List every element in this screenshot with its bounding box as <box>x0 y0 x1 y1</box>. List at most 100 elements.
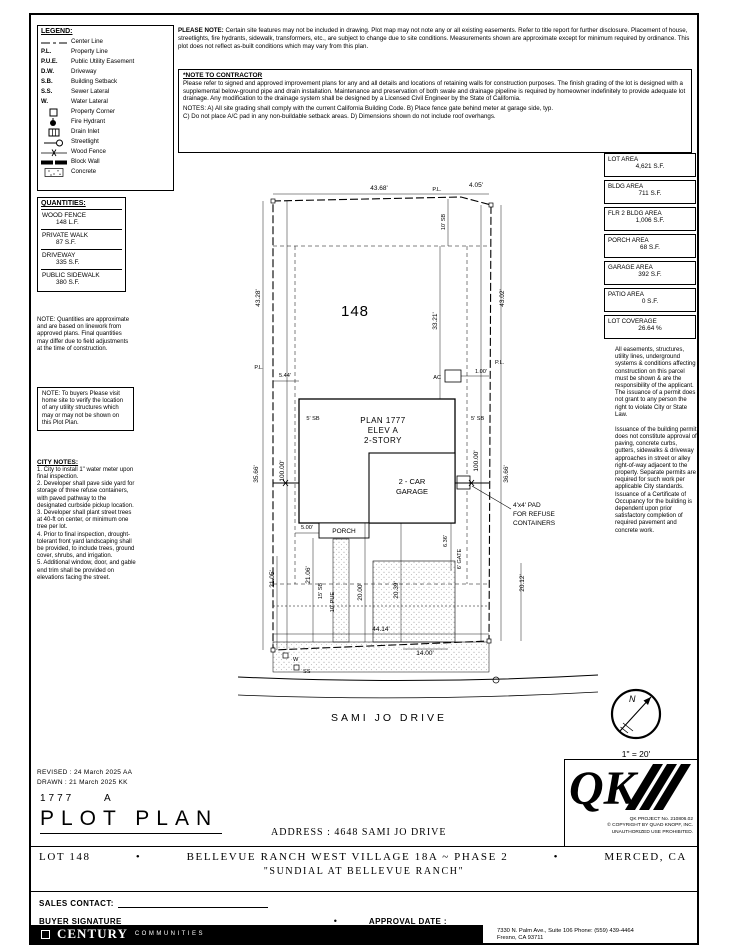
pue-symbol: P.U.E. <box>41 59 58 65</box>
block-wall-icon <box>41 157 71 167</box>
svg-text:QK: QK <box>569 762 639 812</box>
pl-left-label: P.L. <box>254 365 264 371</box>
please-note-body: Certain site features may not be include… <box>178 27 690 50</box>
city-notes-title: CITY NOTES: <box>37 459 79 466</box>
sales-contact-field[interactable] <box>117 899 268 908</box>
contractor-notes-a: NOTES: A) All site grading shall comply … <box>183 105 554 113</box>
contractor-note-box: *NOTE TO CONTRACTOR Please refer to sign… <box>178 69 692 153</box>
legend-label: Property Line <box>71 48 108 55</box>
legend-label: Water Lateral <box>71 98 108 105</box>
quantities-title: QUANTITIES: <box>41 200 86 207</box>
address-line: ADDRESS : 4648 SAMI JO DRIVE <box>271 827 447 838</box>
please-note: PLEASE NOTE: Certain site features may n… <box>178 27 692 50</box>
quantity-value: 87 S.F. <box>56 239 76 246</box>
concrete-areas <box>272 538 490 673</box>
setback-symbol: S.B. <box>41 79 53 85</box>
porch-outline <box>318 522 370 539</box>
plan-number-row: 1777 A <box>40 793 114 804</box>
dim-2039-label: 20.39' <box>393 581 400 599</box>
city-note-3: 3. Developer shall plant street trees at… <box>37 510 132 531</box>
quantities-note: NOTE: Quantities are approximate and are… <box>37 317 130 352</box>
area-label: BLDG AREA <box>608 183 644 190</box>
area-label: FLR 2 BLDG AREA <box>608 210 662 217</box>
driveway-symbol: D.W. <box>41 69 54 75</box>
refuse-pad-leader <box>471 485 512 510</box>
signature-row-bullet: • <box>333 916 337 926</box>
dim-100-label: 1.00' <box>475 369 487 375</box>
qk-project-number: QK PROJECT No. 210806.02 <box>629 817 693 822</box>
sales-contact-row: SALES CONTACT: <box>39 899 268 908</box>
area-value: 68 S.F. <box>640 244 660 251</box>
area-value: 26.64 % <box>638 325 662 332</box>
utility-markers <box>282 652 500 684</box>
property-corner-icon <box>41 107 71 117</box>
dim-2105-label: 21.05' <box>269 570 276 588</box>
builder-brand: CENTURY COMMUNITIES <box>31 925 483 943</box>
legend-row: Center Line <box>41 37 170 47</box>
legend-row: Fire Hydrant <box>41 117 170 127</box>
quantity-label: PUBLIC SIDEWALK <box>42 272 100 279</box>
plan-name-line3: 2-STORY <box>364 436 402 445</box>
area-label: PATIO AREA <box>608 291 644 298</box>
refuse-pad-note-line1: 4'x4' PAD <box>513 502 541 509</box>
legend-label: Concrete <box>71 168 97 175</box>
contractor-note-title: *NOTE TO CONTRACTOR <box>183 72 263 79</box>
garage-label-line1: 2 - CAR <box>399 477 426 486</box>
builder-address-line1: 7330 N. Palm Ave., Suite 106 Phone: (559… <box>497 927 634 934</box>
builder-address-line2: Fresno, CA 93711 <box>497 935 544 942</box>
wood-fence-icon <box>41 147 71 157</box>
footer-bar: CENTURY COMMUNITIES 7330 N. Palm Ave., S… <box>31 925 697 943</box>
concrete-icon <box>41 167 71 177</box>
legend-row: P.L. Property Line <box>41 47 170 57</box>
sheet-title: PLOT PLAN <box>40 807 223 834</box>
centerline-symbol-icon <box>41 37 71 47</box>
dim-4414-label: 44.14' <box>372 626 390 633</box>
dim-1400-label: 14.00' <box>416 650 434 657</box>
area-label: LOT AREA <box>608 156 639 163</box>
quantity-value: 148 L.F. <box>56 219 79 226</box>
century-logo-icon <box>41 929 50 939</box>
dim-636-label: 6.36' <box>443 535 449 547</box>
sb5-left-label: 5' SB <box>306 416 319 422</box>
city-note-1: 1. City to install 1" water meter upon f… <box>37 466 134 481</box>
refuse-pad-note-line2: FOR REFUSE <box>513 511 556 518</box>
setback-lines <box>273 245 489 607</box>
streetlight-icon <box>41 137 71 147</box>
buyer-note-box: NOTE: To buyers Please visit home site t… <box>37 387 134 431</box>
water-symbol: W. <box>41 99 48 105</box>
banner-row: LOT 148 • BELLEVUE RANCH WEST VILLAGE 18… <box>31 847 697 863</box>
quantity-value: 380 S.F. <box>56 279 80 286</box>
legend-label: Block Wall <box>71 158 100 165</box>
dimension-lines <box>262 193 522 650</box>
community-subtitle: "SUNDIAL AT BELLEVUE RANCH" <box>263 866 465 877</box>
plan-revision: A <box>104 793 114 804</box>
legend-label: Public Utility Easement <box>71 58 135 65</box>
area-label: LOT COVERAGE <box>608 318 657 325</box>
qk-logo: QK <box>569 762 691 815</box>
revised-line: REVISED : 24 March 2025 AA <box>37 769 133 776</box>
dim-left-upper-label: 43.28' <box>255 289 262 307</box>
qk-unauthorized: UNAUTHORIZED USE PROHIBITED. <box>611 829 693 835</box>
plan-number: 1777 <box>40 793 75 804</box>
legend-row: S.B.Building Setback <box>41 77 170 87</box>
pue10-label: 10' PUE <box>330 592 336 613</box>
fire-hydrant-icon <box>41 117 71 127</box>
legend-row: Wood Fence <box>41 147 170 157</box>
dim-left-mid-label: 35.66' <box>253 465 260 483</box>
dim-right-100-label: 100.00' <box>473 450 480 471</box>
sb10-label: 10' SB <box>441 214 447 231</box>
street-lines <box>237 674 599 699</box>
water-lateral-label: W <box>293 657 299 663</box>
pl-top-label: P.L. <box>432 187 442 193</box>
quantity-label: WOOD FENCE <box>42 212 87 219</box>
qk-copyright: © COPYRIGHT BY QUAD KNOPF, INC. <box>607 823 693 829</box>
contractor-notes-c: C) Do not place A/C pad in any non-build… <box>183 112 496 120</box>
property-line-symbol: P.L. <box>41 49 52 55</box>
